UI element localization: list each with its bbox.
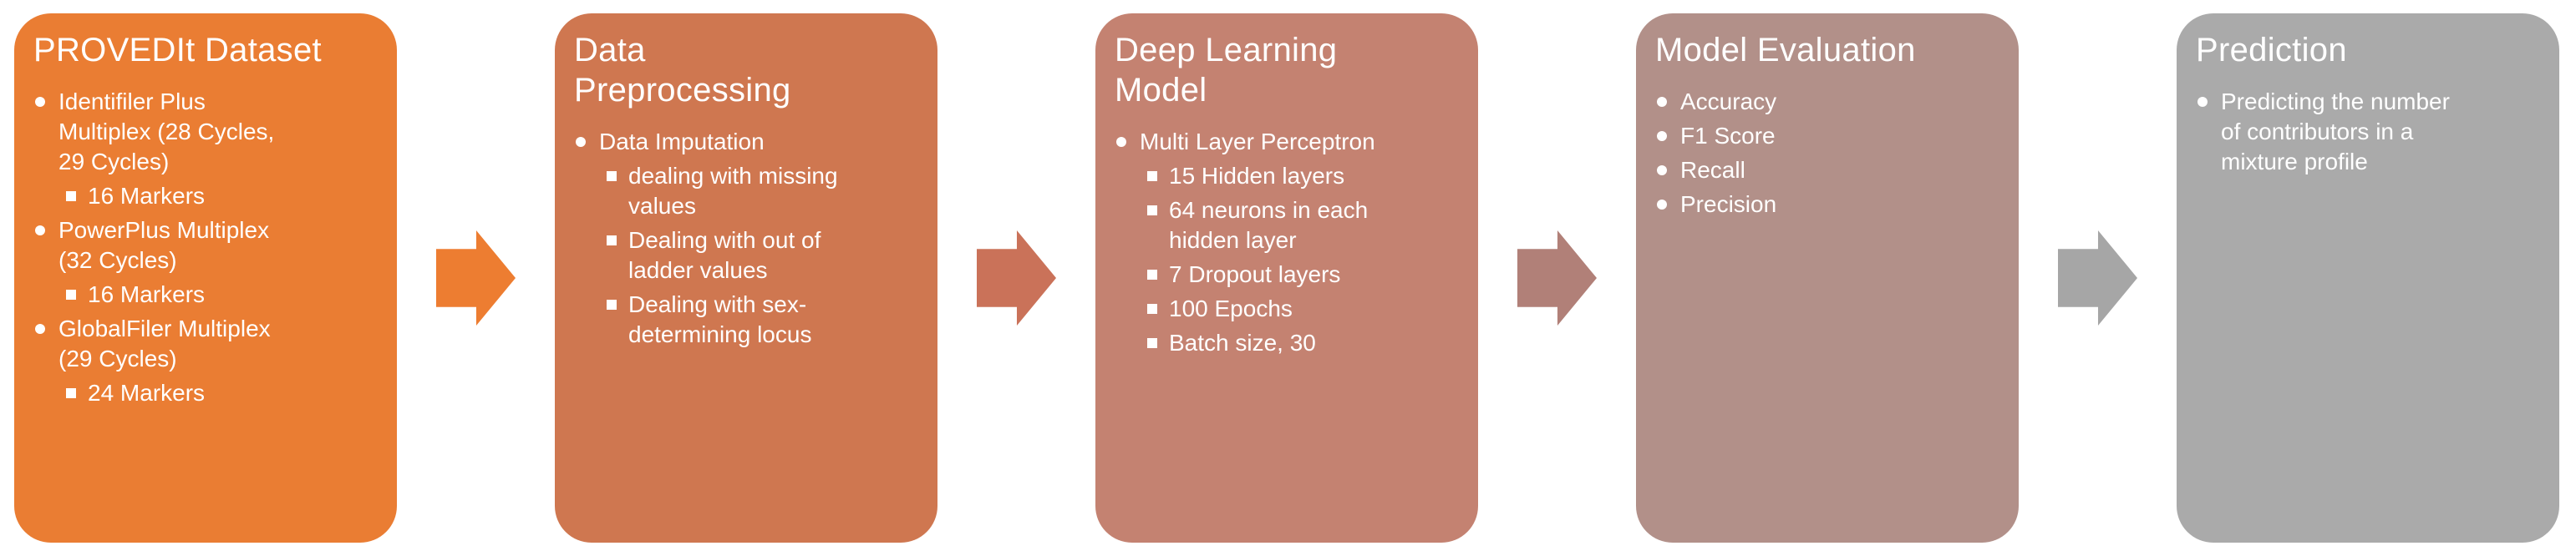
- step-box-provedit-dataset: PROVEDIt Dataset Identifiler Plus Multip…: [14, 13, 397, 543]
- bullet-dot-icon: [1657, 97, 1667, 107]
- bullet-square-icon: [1147, 338, 1157, 348]
- bullet-list: Data Imputation dealing with missing valu…: [574, 127, 921, 350]
- bullet-square-icon: [607, 235, 617, 245]
- list-item-text: Dealing with out of ladder values: [628, 227, 821, 283]
- list-item: Data Imputation: [574, 127, 921, 157]
- list-item: 100 Epochs: [1115, 294, 1461, 324]
- list-item-text: PowerPlus Multiplex (32 Cycles): [58, 217, 270, 273]
- bullet-dot-icon: [35, 324, 45, 334]
- bullet-dot-icon: [35, 97, 45, 107]
- list-item-text: 100 Epochs: [1169, 296, 1293, 321]
- list-item: Batch size, 30: [1115, 328, 1461, 358]
- list-item: 16 Markers: [33, 280, 380, 310]
- list-item: Accuracy: [1655, 87, 2002, 117]
- bullet-square-icon: [607, 300, 617, 310]
- list-item: dealing with missing values: [574, 161, 921, 221]
- bullet-dot-icon: [35, 225, 45, 235]
- list-item: PowerPlus Multiplex (32 Cycles): [33, 215, 380, 275]
- bullet-dot-icon: [1116, 137, 1126, 147]
- list-item-text: Multi Layer Perceptron: [1140, 129, 1375, 154]
- bullet-square-icon: [66, 388, 76, 398]
- arrow-right-icon: [2058, 230, 2137, 326]
- step-title: Deep Learning Model: [1115, 32, 1338, 109]
- list-item-text: Accuracy: [1680, 88, 1777, 114]
- bullet-square-icon: [1147, 171, 1157, 181]
- list-item: Dealing with sex- determining locus: [574, 290, 921, 350]
- bullet-dot-icon: [1657, 200, 1667, 210]
- list-item-text: GlobalFiler Multiplex (29 Cycles): [58, 316, 271, 372]
- list-item: 64 neurons in each hidden layer: [1115, 195, 1461, 255]
- list-item-text: 16 Markers: [88, 183, 206, 209]
- arrow-right-icon: [1517, 230, 1597, 326]
- list-item-text: 15 Hidden layers: [1169, 163, 1345, 189]
- list-item-text: 7 Dropout layers: [1169, 261, 1341, 287]
- list-item: 16 Markers: [33, 181, 380, 211]
- step-box-deep-learning-model: Deep Learning Model Multi Layer Perceptr…: [1095, 13, 1478, 543]
- arrow-right-icon: [436, 230, 516, 326]
- bullet-list: Multi Layer Perceptron 15 Hidden layers 64…: [1115, 127, 1461, 358]
- bullet-dot-icon: [576, 137, 586, 147]
- step-title: Data Preprocessing: [574, 32, 791, 109]
- list-item: Multi Layer Perceptron: [1115, 127, 1461, 157]
- list-item-text: Data Imputation: [599, 129, 765, 154]
- list-item: GlobalFiler Multiplex (29 Cycles): [33, 314, 380, 374]
- list-item-text: Precision: [1680, 191, 1777, 217]
- bullet-dot-icon: [1657, 165, 1667, 175]
- bullet-list: Predicting the number of contributors in…: [2196, 87, 2543, 177]
- bullet-square-icon: [1147, 205, 1157, 215]
- list-item-text: dealing with missing values: [628, 163, 838, 219]
- arrow-right-icon: [977, 230, 1056, 326]
- list-item: Identifiler Plus Multiplex (28 Cycles, 2…: [33, 87, 380, 177]
- list-item-text: Batch size, 30: [1169, 330, 1316, 356]
- list-item-text: F1 Score: [1680, 123, 1776, 149]
- list-item-text: 64 neurons in each hidden layer: [1169, 197, 1369, 253]
- list-item-text: 24 Markers: [88, 380, 206, 406]
- list-item-text: 16 Markers: [88, 281, 206, 307]
- list-item: Precision: [1655, 190, 2002, 220]
- list-item: Predicting the number of contributors in…: [2196, 87, 2543, 177]
- bullet-square-icon: [607, 171, 617, 181]
- step-title: Prediction: [2196, 32, 2347, 68]
- list-item-text: Dealing with sex- determining locus: [628, 291, 812, 347]
- step-box-data-preprocessing: Data Preprocessing Data Imputation dealin…: [555, 13, 937, 543]
- list-item-text: Predicting the number of contributors in…: [2221, 88, 2450, 174]
- step-title: Model Evaluation: [1655, 32, 1916, 68]
- list-item: 15 Hidden layers: [1115, 161, 1461, 191]
- bullet-square-icon: [1147, 304, 1157, 314]
- bullet-square-icon: [66, 290, 76, 300]
- bullet-list: Identifiler Plus Multiplex (28 Cycles, 2…: [33, 87, 380, 408]
- list-item: Recall: [1655, 155, 2002, 185]
- list-item: 7 Dropout layers: [1115, 260, 1461, 290]
- bullet-square-icon: [66, 191, 76, 201]
- list-item: Dealing with out of ladder values: [574, 225, 921, 286]
- bullet-square-icon: [1147, 270, 1157, 280]
- list-item-text: Identifiler Plus Multiplex (28 Cycles, 2…: [58, 88, 275, 174]
- bullet-dot-icon: [1657, 131, 1667, 141]
- bullet-dot-icon: [2197, 97, 2208, 107]
- list-item-text: Recall: [1680, 157, 1745, 183]
- list-item: 24 Markers: [33, 378, 380, 408]
- step-title: PROVEDIt Dataset: [33, 32, 322, 68]
- step-box-prediction: Prediction Predicting the number of cont…: [2177, 13, 2559, 543]
- list-item: F1 Score: [1655, 121, 2002, 151]
